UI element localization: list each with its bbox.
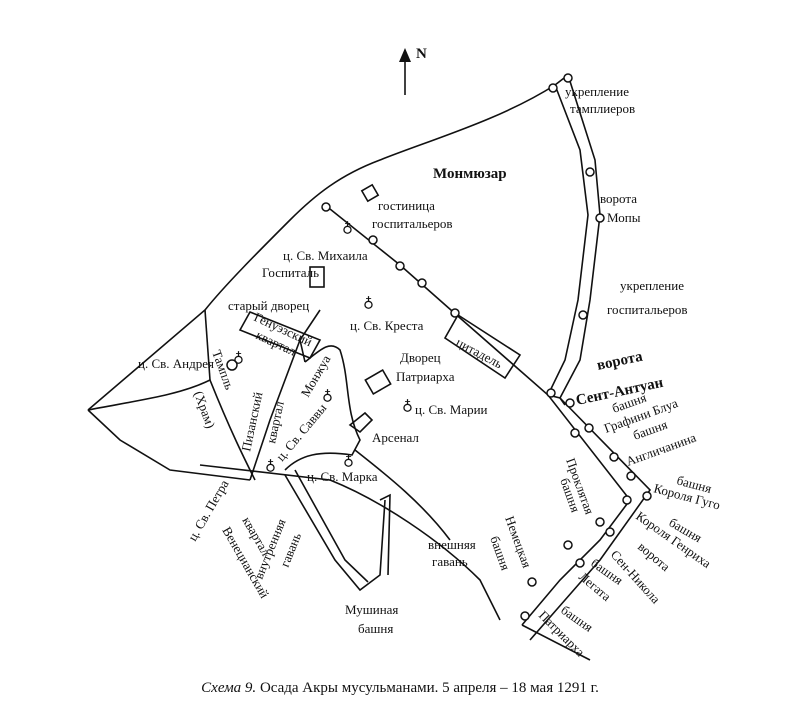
svg-text:♁: ♁ xyxy=(342,218,353,236)
label-patriarch-palace-2: Патриарха xyxy=(396,369,455,384)
label-st-andrew: ц. Св. Андрея xyxy=(138,356,214,371)
svg-text:♁: ♁ xyxy=(233,348,244,366)
label-st-mark: ц. Св. Марка xyxy=(307,469,378,484)
label-patriarch-palace: Дворец xyxy=(400,350,441,365)
label-pisan-2: квартал xyxy=(263,399,287,444)
label-gate-mopy-2: Мопы xyxy=(607,210,641,225)
label-gate-mopy: ворота xyxy=(600,191,637,206)
label-gate-st-antoine: ворота xyxy=(596,349,645,374)
label-hospitaller-fort: укрепление xyxy=(620,278,684,293)
label-hospital: Госпиталь xyxy=(262,265,319,280)
label-templar-fort: укрепление xyxy=(565,84,629,99)
label-fly-tower-2: башня xyxy=(358,621,393,636)
label-old-palace: старый дворец xyxy=(228,298,309,313)
label-fly-tower: Мушиная xyxy=(345,602,398,617)
label-templar-fort-2: тамплиеров xyxy=(570,101,635,116)
svg-text:♁: ♁ xyxy=(343,451,354,469)
label-outer-harbor: внешняя xyxy=(428,537,476,552)
church-icons: ♁ ♁ ♁ ♁ ♁ ♁ ♁ xyxy=(233,218,413,474)
label-temple-2: (Храм) xyxy=(191,389,218,430)
label-arsenal: Арсенал xyxy=(372,430,419,445)
north-label: N xyxy=(416,46,427,62)
city-walls xyxy=(87,73,652,661)
label-outer-harbor-2: гавань xyxy=(432,554,468,569)
caption-prefix: Схема 9. xyxy=(201,680,257,696)
map-caption: Схема 9. Осада Акры мусульманами. 5 апре… xyxy=(0,680,800,697)
svg-text:♁: ♁ xyxy=(402,396,413,414)
label-hospitaller-inn-2: госпитальеров xyxy=(372,216,453,231)
label-st-cross: ц. Св. Креста xyxy=(350,318,424,333)
label-hospitaller-fort-2: госпитальеров xyxy=(607,302,688,317)
label-montmusard: Монмюзар xyxy=(433,166,507,182)
svg-text:♁: ♁ xyxy=(265,456,276,474)
svg-text:♁: ♁ xyxy=(363,293,374,311)
svg-text:♁: ♁ xyxy=(322,386,333,404)
map-labels: укрепление тамплиеров Монмюзар гостиница… xyxy=(138,84,722,660)
caption-text: Осада Акры мусульманами. 5 апреля – 18 м… xyxy=(256,680,599,696)
label-st-michael: ц. Св. Михаила xyxy=(283,248,368,263)
label-st-mary: ц. Св. Марии xyxy=(415,402,488,417)
north-arrow-icon xyxy=(399,48,411,95)
label-hospitaller-inn: гостиница xyxy=(378,198,435,213)
label-german-tower-2: башня xyxy=(487,534,513,572)
label-pisan: Пизанский xyxy=(238,391,265,453)
towers xyxy=(226,73,652,621)
